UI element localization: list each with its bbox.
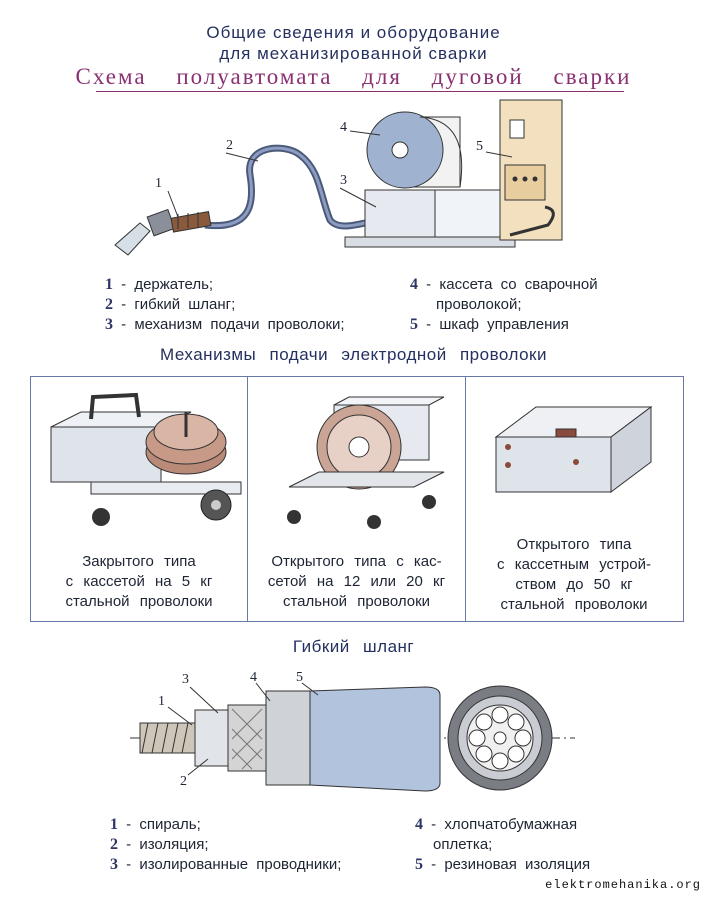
hose-end-view <box>447 685 553 791</box>
control-cabinet <box>499 99 563 241</box>
callout-line-2 <box>225 152 259 162</box>
feed-mechanisms-title: Механизмы подачи электродной проволоки <box>159 345 547 364</box>
legend-item: 5 - шкаф управления <box>410 316 569 333</box>
machine-legend-right: 4 - кассета со сварочной проволокой; 5 -… <box>410 275 598 335</box>
hose-spiral <box>139 722 196 754</box>
panel-caption-closed: Закрытого типа с кассетой на 5 кг стальн… <box>65 553 213 610</box>
hose-callout-2: 2 <box>180 774 187 789</box>
open-feeder-illustration <box>287 396 445 529</box>
cassette-feeder-illustration <box>494 406 653 493</box>
hose-callout-1: 1 <box>158 694 165 709</box>
hose-insulation <box>265 690 317 786</box>
wire-feeder <box>344 189 516 248</box>
hose-legend-right: 4 - хлопчатобумажная оплетка; 5 - резино… <box>415 815 590 875</box>
panel-divider <box>247 376 248 622</box>
legend-item: 4 - хлопчатобумажная <box>415 816 578 833</box>
machine-legend-left: 1 - держатель; 2 - гибкий шланг; 3 - мех… <box>105 275 345 335</box>
callout-3: 3 <box>340 173 347 188</box>
legend-item: 1 - спираль; <box>110 816 201 833</box>
legend-item: 2 - гибкий шланг; <box>105 296 236 313</box>
semi-automatic-welder-illustration: 1 2 3 4 5 <box>114 99 563 256</box>
closed-feeder-illustration <box>50 392 242 526</box>
flexible-hose-highlight <box>204 146 366 228</box>
legend-item: проволокой; <box>436 296 522 313</box>
hose-callout-5: 5 <box>296 670 303 685</box>
legend-item: 3 - изолированные проводники; <box>110 856 342 873</box>
diagram-title: Схема полуавтомата для дуговой сварки <box>75 64 632 89</box>
header-line-2: для механизированной сварки <box>219 44 488 63</box>
hose-callout-3: 3 <box>182 672 189 687</box>
panel-caption-open: Открытого типа с кас- сетой на 12 или 20… <box>267 553 446 610</box>
legend-item: 4 - кассета со сварочной <box>410 276 598 293</box>
legend-item: 3 - механизм подачи проволоки; <box>105 316 345 333</box>
wire-reel <box>366 111 463 189</box>
hose-callout-4: 4 <box>250 670 257 685</box>
callout-line-1 <box>167 190 179 218</box>
callout-line-5 <box>485 151 513 158</box>
flexible-hose-cross-section: 1 3 4 5 2 <box>130 670 575 792</box>
panel-caption-cassette: Открытого типа с кассетным устрой- ством… <box>497 536 651 613</box>
hose-legend-left: 1 - спираль; 2 - изоляция; 3 - изолирова… <box>110 815 341 875</box>
hose-braid <box>227 704 267 772</box>
panel-divider <box>465 376 466 622</box>
holder <box>114 208 212 256</box>
header-line-1: Общие сведения и оборудование <box>206 23 501 42</box>
callout-5: 5 <box>476 139 483 154</box>
title-underline <box>96 91 624 92</box>
hose-rubber-insulation <box>309 686 441 792</box>
callout-line-3 <box>339 187 377 208</box>
callout-line-4 <box>349 130 381 136</box>
legend-item: 2 - изоляция; <box>110 836 209 853</box>
legend-item: 1 - держатель; <box>105 276 214 293</box>
legend-item: оплетка; <box>433 836 493 853</box>
legend-item: 5 - резиновая изоляция <box>415 856 591 873</box>
site-watermark: elektromehanika.org <box>545 878 701 892</box>
callout-1: 1 <box>155 176 162 191</box>
callout-4: 4 <box>340 120 347 135</box>
hose-title: Гибкий шланг <box>292 637 415 656</box>
callout-2: 2 <box>226 138 233 153</box>
